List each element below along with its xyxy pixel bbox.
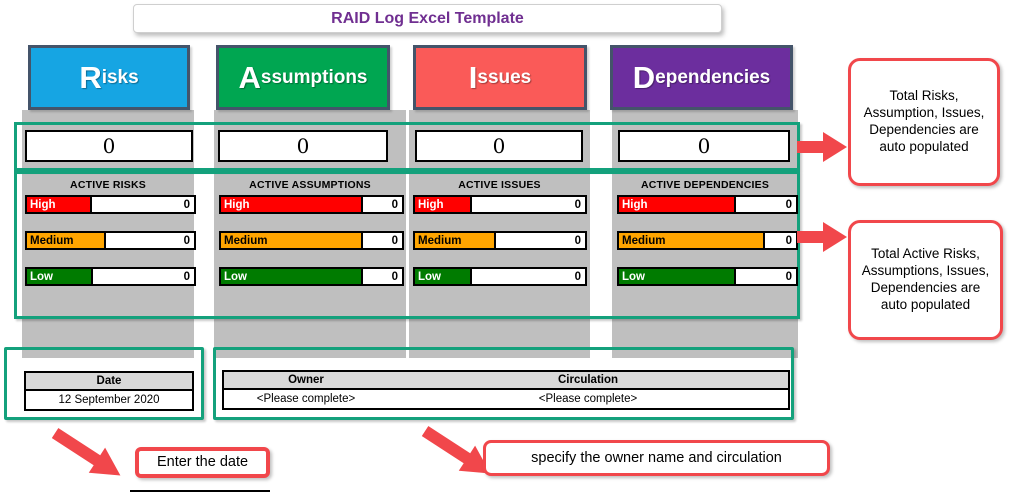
header-issues-rest: ssues xyxy=(477,67,532,88)
arrow-down-right-icon xyxy=(421,425,491,474)
circulation-value-cell[interactable]: <Please complete> xyxy=(388,388,790,410)
total-assumptions-value: 0 xyxy=(218,130,388,162)
active-risks-title: ACTIVE RISKS xyxy=(70,178,146,191)
date-header-cell: Date xyxy=(24,371,194,391)
severity-label-high: High xyxy=(25,195,92,214)
header-dependencies-rest: ependencies xyxy=(655,67,771,88)
active-dependencies-high-value: 0 xyxy=(736,195,798,214)
header-assumptions-initial: A xyxy=(238,60,261,95)
active-issues-medium-row: Medium 0 xyxy=(413,231,587,250)
page-title-text: RAID Log Excel Template xyxy=(331,9,524,27)
severity-label-high: High xyxy=(617,195,736,214)
header-issues-initial: I xyxy=(468,60,478,95)
active-assumptions-medium-value: 0 xyxy=(363,231,404,250)
active-issues-high-row: High 0 xyxy=(413,195,587,214)
header-assumptions-rest: ssumptions xyxy=(260,67,368,88)
active-dependencies-medium-value: 0 xyxy=(765,231,798,250)
active-issues-low-row: Low 0 xyxy=(413,267,587,286)
severity-label-high: High xyxy=(219,195,363,214)
date-value-cell[interactable]: 12 September 2020 xyxy=(24,389,194,411)
header-dependencies-initial: D xyxy=(632,60,656,95)
active-dependencies-low-value: 0 xyxy=(736,267,798,286)
header-risks-initial: R xyxy=(79,60,102,95)
active-dependencies-medium-row: Medium 0 xyxy=(617,231,798,250)
arrow-right-icon xyxy=(797,222,847,252)
owner-value-cell[interactable]: <Please complete> xyxy=(222,388,390,410)
severity-label-medium: Medium xyxy=(413,231,496,250)
callout-enter-date: Enter the date xyxy=(135,447,270,478)
owner-circulation-panel xyxy=(213,347,794,420)
page-title: RAID Log Excel Template xyxy=(133,4,722,33)
severity-label-low: Low xyxy=(617,267,736,286)
active-dependencies-title: ACTIVE DEPENDENCIES xyxy=(640,178,770,191)
callout-owner-circulation: specify the owner name and circulation xyxy=(483,440,830,476)
severity-label-low: Low xyxy=(413,267,472,286)
active-issues-medium-value: 0 xyxy=(496,231,587,250)
active-risks-medium-value: 0 xyxy=(106,231,196,250)
severity-label-high: High xyxy=(413,195,472,214)
active-risks-high-row: High 0 xyxy=(25,195,196,214)
active-assumptions-high-value: 0 xyxy=(363,195,404,214)
active-assumptions-medium-row: Medium 0 xyxy=(219,231,404,250)
active-issues-high-value: 0 xyxy=(472,195,587,214)
active-assumptions-low-row: Low 0 xyxy=(219,267,404,286)
severity-label-medium: Medium xyxy=(25,231,106,250)
arrow-right-icon xyxy=(797,132,847,162)
active-dependencies-low-row: Low 0 xyxy=(617,267,798,286)
circulation-header-cell: Circulation xyxy=(388,370,790,390)
active-issues-title: ACTIVE ISSUES xyxy=(458,178,541,191)
active-risks-low-value: 0 xyxy=(93,267,196,286)
severity-label-low: Low xyxy=(219,267,363,286)
divider-line xyxy=(130,490,270,492)
active-assumptions-high-row: High 0 xyxy=(219,195,404,214)
callout-totals: Total Risks, Assumption, Issues, Depende… xyxy=(848,58,1000,186)
total-risks-value: 0 xyxy=(25,130,193,162)
total-issues-value: 0 xyxy=(415,130,583,162)
active-risks-high-value: 0 xyxy=(92,195,196,214)
severity-label-low: Low xyxy=(25,267,93,286)
header-risks-rest: isks xyxy=(101,67,139,88)
date-panel xyxy=(4,347,204,420)
arrow-down-right-icon xyxy=(51,427,121,476)
active-issues-low-value: 0 xyxy=(472,267,587,286)
active-assumptions-low-value: 0 xyxy=(363,267,404,286)
severity-label-medium: Medium xyxy=(617,231,765,250)
severity-label-medium: Medium xyxy=(219,231,363,250)
active-dependencies-high-row: High 0 xyxy=(617,195,798,214)
active-risks-medium-row: Medium 0 xyxy=(25,231,196,250)
owner-header-cell: Owner xyxy=(222,370,390,390)
callout-active-totals: Total Active Risks, Assumptions, Issues,… xyxy=(848,220,1003,340)
active-panel xyxy=(14,171,800,319)
active-assumptions-title: ACTIVE ASSUMPTIONS xyxy=(249,178,371,191)
total-dependencies-value: 0 xyxy=(618,130,790,162)
active-risks-low-row: Low 0 xyxy=(25,267,196,286)
